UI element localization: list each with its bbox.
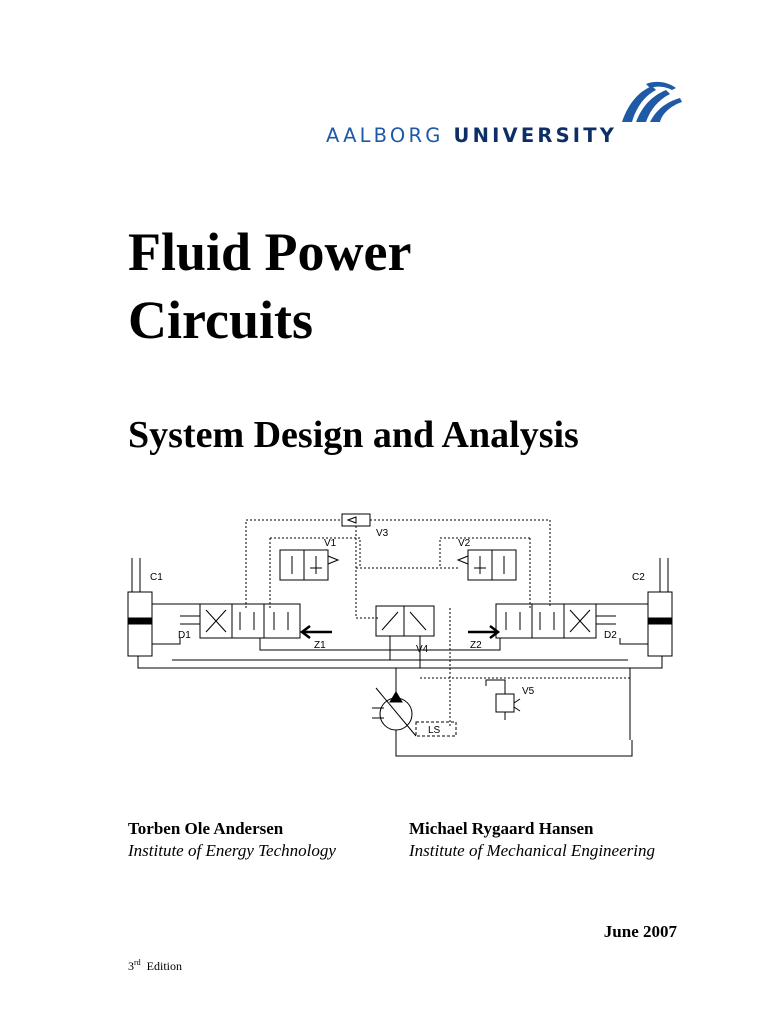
edition-suffix: rd bbox=[134, 958, 141, 967]
pump-symbol bbox=[372, 687, 417, 737]
title-line-2: Circuits bbox=[128, 290, 313, 350]
arrow-z1 bbox=[299, 625, 332, 639]
logo-word-university: UNIVERSITY bbox=[453, 124, 618, 147]
document-title: Fluid Power Circuits bbox=[128, 218, 411, 354]
label-c2: C2 bbox=[632, 572, 645, 583]
author-2-institute: Institute of Mechanical Engineering bbox=[409, 841, 655, 860]
author-2-name: Michael Rygaard Hansen bbox=[409, 819, 594, 838]
label-v3: V3 bbox=[376, 528, 389, 539]
author-1-name: Torben Ole Andersen bbox=[128, 819, 284, 838]
logo-wordmark: AALBORG UNIVERSITY bbox=[326, 124, 617, 147]
university-logo: AALBORG UNIVERSITY bbox=[326, 80, 684, 150]
arrow-z2 bbox=[468, 625, 501, 639]
author-1: Torben Ole Andersen Institute of Energy … bbox=[128, 818, 428, 862]
edition-note: 3rd Edition bbox=[128, 958, 182, 974]
label-ls: LS bbox=[428, 725, 441, 736]
author-1-institute: Institute of Energy Technology bbox=[128, 841, 336, 860]
document-subtitle: System Design and Analysis bbox=[128, 414, 579, 456]
load-sensing-box bbox=[415, 721, 457, 737]
edition-number: 3 bbox=[128, 959, 134, 973]
label-z2: Z2 bbox=[470, 640, 482, 651]
label-v5: V5 bbox=[522, 686, 535, 697]
directional-valve-d2 bbox=[495, 603, 616, 639]
cylinder-c2 bbox=[647, 558, 673, 657]
valve-v4 bbox=[375, 605, 435, 637]
label-v1: V1 bbox=[324, 538, 337, 549]
valve-v2 bbox=[456, 549, 517, 581]
label-d2: D2 bbox=[604, 630, 617, 641]
label-v4: V4 bbox=[416, 644, 429, 655]
publication-date: June 2007 bbox=[603, 922, 677, 941]
pilot-lines bbox=[245, 519, 630, 728]
cylinder-c1 bbox=[127, 558, 153, 657]
label-c1: C1 bbox=[150, 572, 163, 583]
valve-v1 bbox=[279, 549, 340, 581]
hydraulic-circuit-diagram: V1 V2 V3 V4 V5 C1 C2 D1 D2 Z1 Z2 LS bbox=[127, 513, 673, 757]
label-d1: D1 bbox=[178, 630, 191, 641]
university-wave-icon bbox=[622, 81, 682, 122]
directional-valve-d1 bbox=[180, 603, 301, 639]
label-v2: V2 bbox=[458, 538, 471, 549]
title-line-1: Fluid Power bbox=[128, 222, 412, 282]
edition-label: Edition bbox=[146, 959, 183, 973]
main-lines bbox=[137, 603, 663, 757]
logo-word-aalborg: AALBORG bbox=[326, 124, 444, 147]
relief-valve-v5 bbox=[485, 679, 521, 720]
author-2: Michael Rygaard Hansen Institute of Mech… bbox=[409, 818, 709, 862]
shuttle-valve-v3 bbox=[341, 513, 371, 527]
label-z1: Z1 bbox=[314, 640, 326, 651]
